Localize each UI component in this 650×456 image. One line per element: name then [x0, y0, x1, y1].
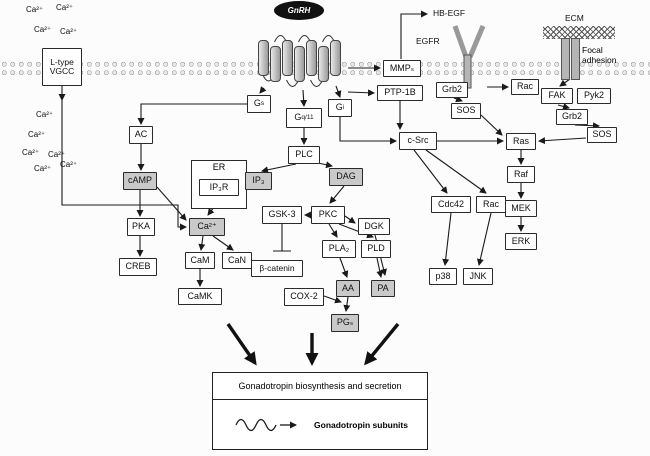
- node-sos-egfr: SOS: [451, 103, 481, 119]
- node-creb: CREB: [119, 258, 157, 276]
- ca-ion: Ca²⁺: [56, 3, 74, 12]
- node-aa: AA: [336, 280, 360, 297]
- node-rac-mid: Rac: [476, 196, 506, 213]
- node-erk: ERK: [505, 233, 537, 250]
- node-mek: MEK: [505, 200, 537, 217]
- node-ac: AC: [129, 126, 153, 144]
- node-rac-top: Rac: [511, 79, 539, 95]
- node-jnk: JNK: [463, 268, 493, 285]
- node-cdc42: Cdc42: [431, 196, 471, 213]
- output-title: Gonadotropin biosynthesis and secretion: [213, 373, 427, 400]
- egfr-receptor-shape: [452, 25, 486, 89]
- node-camk: CaMK: [178, 288, 222, 305]
- ca-ion: Ca²⁺: [36, 110, 54, 119]
- integrin-bar: [571, 38, 580, 80]
- tm-helix: [318, 46, 329, 82]
- node-grb2-egfr: Grb2: [436, 82, 468, 98]
- node-vgcc: L-type VGCC: [42, 48, 82, 86]
- node-dgk: DGK: [358, 218, 390, 235]
- node-ip3: IP₃: [245, 172, 272, 190]
- node-fak: FAK: [541, 88, 573, 104]
- label-focal-adhesion: Focal adhesion: [582, 45, 617, 65]
- ca-ion: Ca²⁺: [60, 160, 78, 169]
- convergence-arrows: [226, 322, 400, 366]
- node-pld: PLD: [361, 240, 391, 258]
- node-gsk3: GSK-3: [262, 206, 302, 224]
- node-mmps: MMPₛ: [383, 60, 421, 77]
- node-pgs: PGₛ: [331, 314, 359, 332]
- node-pla2: PLA₂: [322, 240, 356, 258]
- node-ca: Ca²⁺: [189, 218, 225, 236]
- ca-ion: Ca²⁺: [48, 150, 66, 159]
- node-er: ER IP₃R: [191, 160, 247, 209]
- node-cam: CaM: [185, 252, 215, 269]
- tm-helix: [270, 46, 281, 82]
- node-pyk2: Pyk2: [577, 88, 611, 104]
- node-raf: Raf: [507, 166, 535, 183]
- output-subunits-row: Gonadotropin subunits: [213, 400, 427, 450]
- node-sos-fa: SOS: [587, 127, 617, 143]
- node-camp: cAMP: [123, 172, 157, 190]
- ca-ion: Ca²⁺: [34, 25, 52, 34]
- node-ras: Ras: [506, 133, 536, 150]
- node-ptp1b: PTP-1B: [377, 85, 423, 101]
- node-csrc: c-Src: [399, 132, 437, 150]
- tm-helix: [330, 40, 341, 76]
- node-p38: p38: [429, 268, 457, 285]
- label-hbegf: HB-EGF: [433, 8, 466, 18]
- tm-helix: [282, 40, 293, 76]
- node-plc: PLC: [288, 146, 320, 164]
- node-beta-catenin: β-catenin: [251, 260, 303, 277]
- label-ecm: ECM: [565, 13, 584, 23]
- integrin-bar: [561, 38, 570, 80]
- node-pa: PA: [371, 280, 395, 297]
- node-ip3r: IP₃R: [199, 179, 239, 196]
- ca-ion: Ca²⁺: [26, 5, 44, 14]
- ecm-matrix: [543, 26, 615, 39]
- node-can: CaN: [222, 252, 252, 269]
- subunits-label: Gonadotropin subunits: [314, 420, 408, 430]
- tm-helix: [306, 40, 317, 76]
- gnrh-ligand: GnRH: [274, 1, 324, 20]
- node-grb2-fa: Grb2: [556, 109, 588, 125]
- node-cox2: COX-2: [284, 288, 324, 306]
- ca-ion: Ca²⁺: [34, 164, 52, 173]
- tm-helix: [258, 40, 269, 76]
- ca-ion: Ca²⁺: [22, 148, 40, 157]
- ca-ion: Ca²⁺: [60, 27, 78, 36]
- node-dag: DAG: [329, 168, 363, 186]
- ca-ion: Ca²⁺: [28, 130, 46, 139]
- node-pka: PKA: [127, 218, 155, 236]
- label-egfr: EGFR: [416, 36, 440, 46]
- gonadotropin-output-box: Gonadotropin biosynthesis and secretion …: [212, 372, 428, 450]
- gnrh-receptor: GnRH: [250, 0, 348, 96]
- node-pkc: PKC: [311, 206, 345, 224]
- tm-helix: [294, 46, 305, 82]
- mrna-squiggle: [235, 418, 298, 432]
